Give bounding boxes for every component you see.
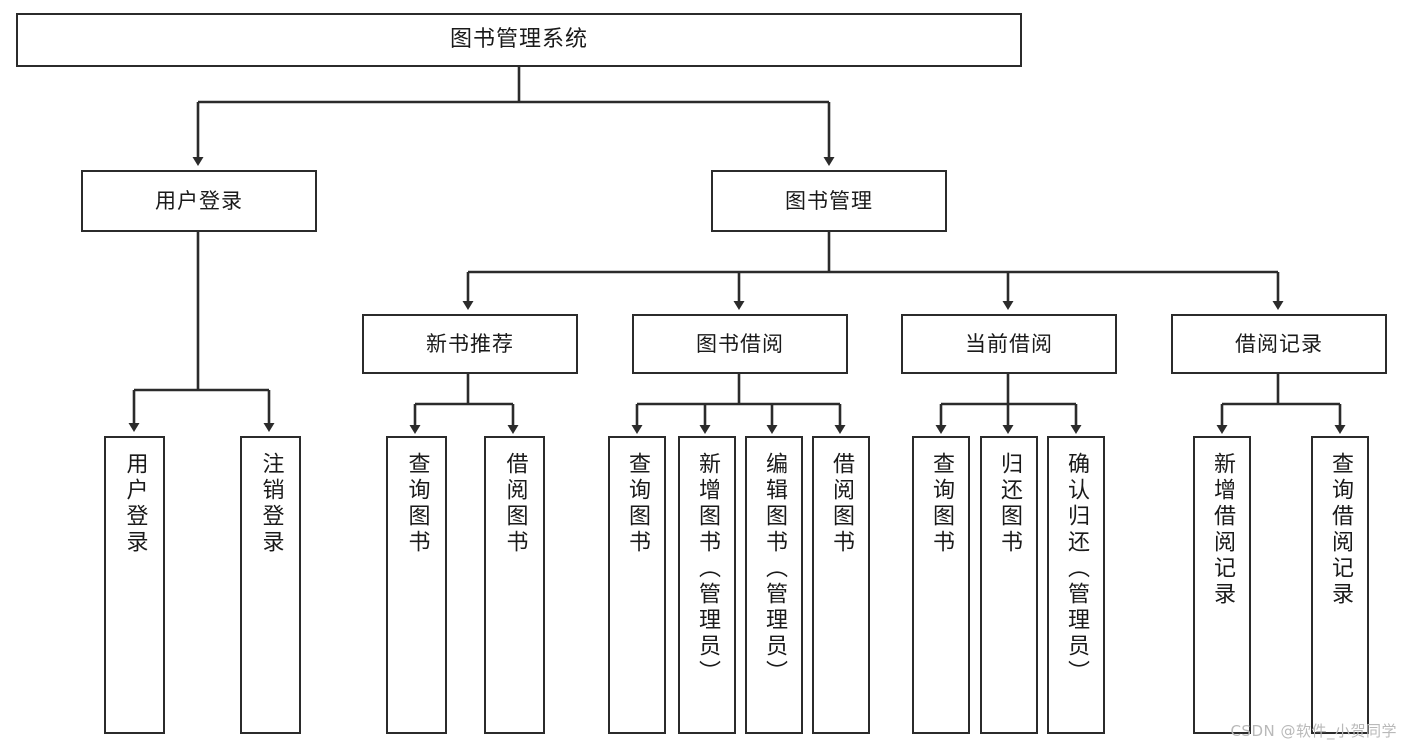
- node-label: 借阅图书: [829, 452, 854, 556]
- leaf-user-login-login[interactable]: 用户登录: [104, 436, 165, 734]
- node-label: 归还图书: [997, 452, 1022, 556]
- node-label: 查询图书: [929, 452, 954, 556]
- node-new-book-recommend[interactable]: 新书推荐: [362, 314, 578, 374]
- node-label: 借阅图书: [502, 452, 528, 556]
- node-label: 图书管理: [785, 188, 873, 213]
- node-label: 图书管理系统: [449, 27, 588, 53]
- node-book-borrow[interactable]: 图书借阅: [632, 314, 848, 374]
- leaf-recommend-query-book[interactable]: 查询图书: [386, 436, 447, 734]
- node-label: 用户登录: [155, 188, 243, 213]
- leaf-user-login-logout[interactable]: 注销登录: [240, 436, 301, 734]
- leaf-record-query-borrow-record[interactable]: 查询借阅记录: [1311, 436, 1369, 734]
- node-user-login[interactable]: 用户登录: [81, 170, 317, 232]
- leaf-recommend-borrow-book[interactable]: 借阅图书: [484, 436, 545, 734]
- node-label: 注销登录: [258, 452, 284, 556]
- node-label: 借阅记录: [1235, 331, 1323, 356]
- leaf-record-add-borrow-record[interactable]: 新增借阅记录: [1193, 436, 1251, 734]
- node-label: 用户登录: [122, 452, 148, 556]
- leaf-current-confirm-return-admin[interactable]: 确认归还（管理员）: [1047, 436, 1105, 734]
- leaf-current-query-book[interactable]: 查询图书: [912, 436, 970, 734]
- leaf-current-return-book[interactable]: 归还图书: [980, 436, 1038, 734]
- node-borrow-record[interactable]: 借阅记录: [1171, 314, 1387, 374]
- node-label: 新书推荐: [426, 331, 514, 356]
- node-label: 查询借阅记录: [1328, 452, 1353, 608]
- csdn-watermark: CSDN @软件_小贺同学: [1230, 722, 1397, 740]
- node-label: 确认归还（管理员）: [1064, 452, 1089, 686]
- node-label: 新增图书（管理员）: [695, 452, 720, 686]
- node-label: 图书借阅: [696, 331, 784, 356]
- leaf-borrow-edit-book-admin[interactable]: 编辑图书（管理员）: [745, 436, 803, 734]
- node-label: 新增借阅记录: [1210, 452, 1235, 608]
- node-label: 查询图书: [404, 452, 430, 556]
- leaf-borrow-query-book[interactable]: 查询图书: [608, 436, 666, 734]
- node-label: 查询图书: [625, 452, 650, 556]
- leaf-borrow-add-book-admin[interactable]: 新增图书（管理员）: [678, 436, 736, 734]
- node-label: 编辑图书（管理员）: [762, 452, 787, 686]
- node-book-management[interactable]: 图书管理: [711, 170, 947, 232]
- node-current-borrow[interactable]: 当前借阅: [901, 314, 1117, 374]
- node-root-book-management-system[interactable]: 图书管理系统: [16, 13, 1022, 67]
- node-label: 当前借阅: [965, 331, 1053, 356]
- leaf-borrow-borrow-book[interactable]: 借阅图书: [812, 436, 870, 734]
